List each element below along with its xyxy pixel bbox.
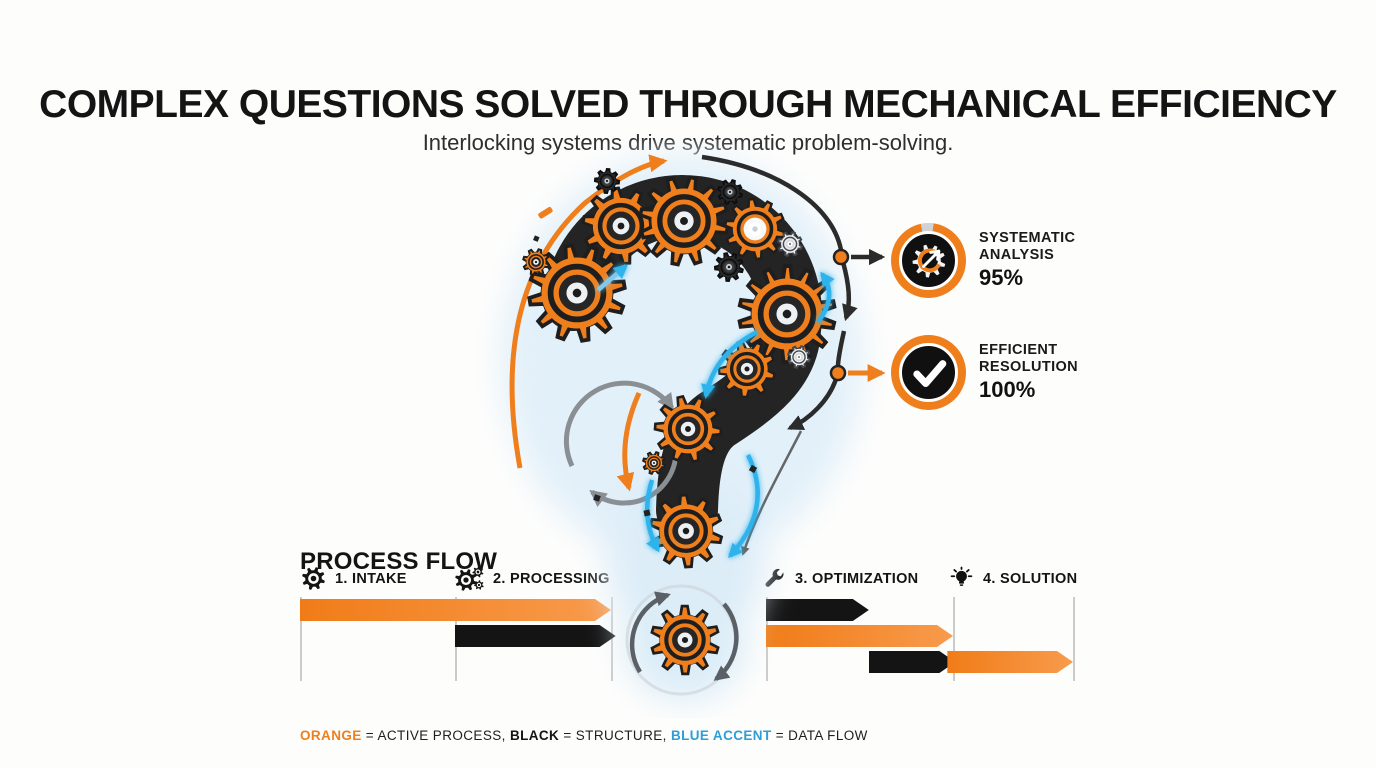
gantt-bar-black: [766, 599, 869, 621]
gantt-gridline: [611, 597, 613, 681]
metric-efficient-resolution: EFFICIENT RESOLUTION 100%: [891, 335, 1078, 410]
gantt-bar-black: [869, 651, 956, 673]
gear: [723, 197, 787, 261]
gear: [522, 248, 550, 276]
metric-title-line: EFFICIENT: [979, 342, 1058, 359]
dot-rotation-arrow-right: [713, 602, 739, 681]
gantt-bar-orange: [300, 599, 611, 621]
metric-title-line: ANALYSIS: [979, 246, 1055, 263]
double-gear-icon: [453, 565, 485, 593]
metric-title-line: SYSTEMATIC: [979, 230, 1076, 247]
gear-arrow-icon: [912, 244, 945, 277]
metric-title-line: RESOLUTION: [979, 358, 1079, 375]
metric-systematic-analysis: SYSTEMATIC ANALYSIS 95%: [891, 223, 1075, 298]
gray-rotation-arrow-top: [563, 380, 675, 468]
orange-dash: [538, 206, 553, 219]
orange-sweep-arrow: [509, 154, 668, 469]
gear: [653, 394, 723, 464]
gear: [776, 230, 804, 258]
gear: [716, 178, 744, 206]
step-processing: 2. PROCESSING: [453, 565, 610, 593]
gear: [581, 186, 661, 266]
gear: [641, 450, 667, 476]
confetti: [533, 235, 758, 517]
wrench-icon: [760, 565, 787, 592]
legend-definition: = DATA FLOW: [771, 727, 868, 743]
gantt-bar-black: [455, 625, 616, 647]
question-mark-backbone: [543, 174, 823, 541]
structure-tail-curve: [741, 430, 803, 556]
gear: [638, 175, 730, 267]
node-dot-analysis: [832, 248, 850, 266]
gear: [527, 243, 627, 343]
legend-definition: = ACTIVE PROCESS,: [361, 727, 510, 743]
step-solution: 4. SOLUTION: [948, 565, 1077, 592]
gear: [593, 167, 621, 195]
gantt-bar-orange: [947, 651, 1073, 673]
gear: [717, 340, 776, 399]
dot-rotation-arrow-left: [629, 591, 671, 674]
gantt-gridline: [953, 597, 955, 681]
gear: [786, 344, 812, 370]
structure-curve: [701, 154, 858, 431]
process-flow-heading: PROCESS FLOW: [300, 547, 498, 575]
step-intake: 1. INTAKE: [300, 565, 407, 592]
page-title: COMPLEX QUESTIONS SOLVED THROUGH MECHANI…: [39, 83, 1337, 127]
gantt-gridline: [300, 597, 302, 681]
checkmark-icon: [912, 359, 946, 387]
metric-value: 100%: [979, 376, 1036, 402]
orange-down-arrow: [616, 391, 642, 492]
legend-term: BLACK: [509, 727, 560, 743]
legend-term: BLUE ACCENT: [670, 727, 772, 743]
legend-term: ORANGE: [300, 727, 362, 743]
gear: [648, 493, 724, 569]
node-dot-resolution: [829, 364, 847, 382]
color-legend: ORANGE = ACTIVE PROCESS, BLACK = STRUCTU…: [300, 728, 868, 743]
lightbulb-icon: [948, 565, 975, 592]
gear: [650, 604, 720, 676]
progress-ring-100: [891, 335, 966, 410]
gantt-bar-orange: [766, 625, 953, 647]
metric-value: 95%: [979, 264, 1024, 290]
gantt-gridline: [1073, 597, 1075, 681]
gear-cluster: [522, 167, 837, 676]
gear: [737, 264, 837, 364]
page-subtitle: Interlocking systems drive systematic pr…: [422, 130, 954, 155]
progress-ring-95: [891, 223, 966, 298]
legend-definition: = STRUCTURE,: [559, 727, 671, 743]
gear: [713, 252, 744, 283]
gear-icon: [300, 565, 327, 592]
step-optimization: 3. OPTIMIZATION: [760, 565, 918, 592]
gray-rotation-arrow-bottom: [589, 451, 679, 508]
data-flow-arrows: [596, 264, 835, 559]
dot-orbit-ring: [625, 584, 737, 696]
